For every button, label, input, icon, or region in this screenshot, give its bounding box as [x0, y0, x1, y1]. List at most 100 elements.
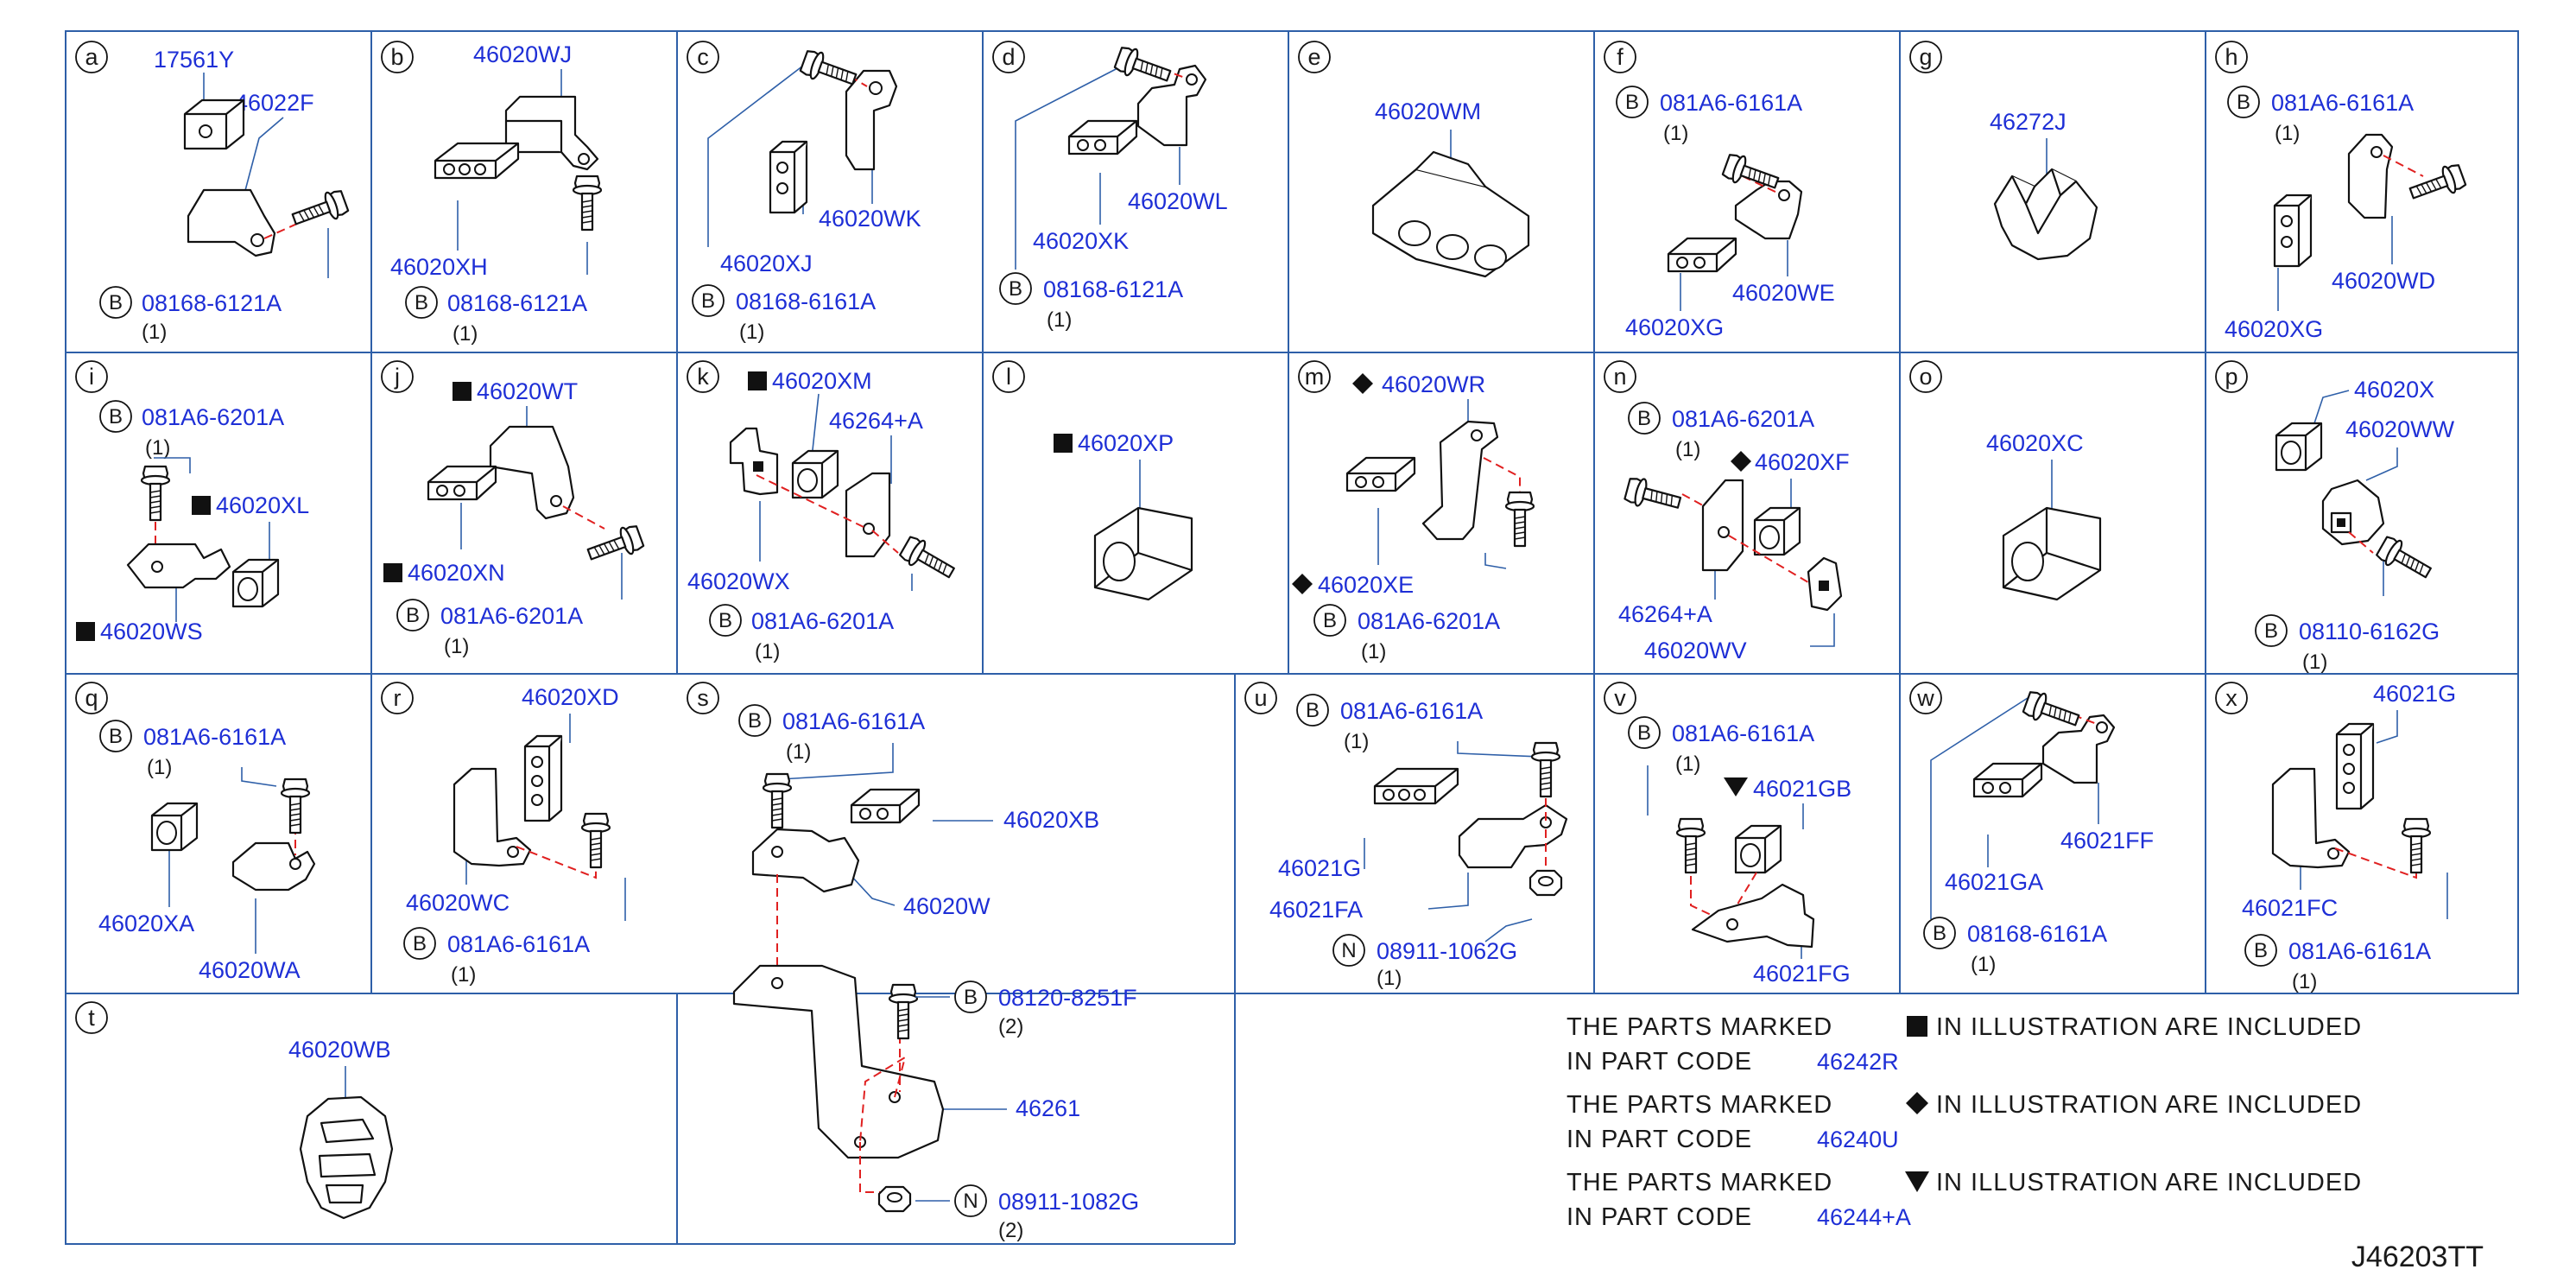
- notes-block: THE PARTS MARKED IN ILLUSTRATION ARE INC…: [1566, 1013, 2362, 1231]
- part-label: 46020WB: [288, 1037, 391, 1063]
- cell-o: 46020XC: [1986, 430, 2102, 601]
- part-label: 46021FF: [2060, 828, 2154, 854]
- bush-part: [1093, 506, 1193, 601]
- bolt-callout: B 081A6-6161A (1): [403, 927, 590, 987]
- svg-text:08120-8251F: 08120-8251F: [998, 985, 1137, 1011]
- svg-text:46240U: 46240U: [1817, 1127, 1899, 1152]
- bolt-callout: B 081A6-6201A (1): [709, 604, 894, 663]
- grommet-part: [1373, 767, 1459, 805]
- part-label: 46021G: [2373, 681, 2456, 707]
- part-label: 46020W: [903, 893, 991, 919]
- grommet-part: [1972, 762, 2043, 798]
- part-label: 46020WX: [687, 568, 790, 594]
- bracket-part: [2347, 133, 2394, 219]
- svg-text:IN ILLUSTRATION ARE INCL: IN ILLUSTRATION ARE INCLUDED: [1936, 1091, 2362, 1119]
- svg-text:(2): (2): [998, 1219, 1023, 1242]
- cell-i: B 081A6-6201A (1) 46020XL 46020WS: [76, 400, 309, 644]
- cell-letter-t: t: [75, 1001, 108, 1034]
- bracket-part: [1458, 803, 1568, 869]
- svg-text:08168-6121A: 08168-6121A: [142, 290, 282, 316]
- svg-text:(1): (1): [1675, 752, 1700, 776]
- svg-text:j: j: [394, 364, 400, 390]
- cell-letter-o: o: [1909, 360, 1942, 393]
- bolt-callout: B 08168-6121A (1): [99, 286, 282, 344]
- grommet-part: [769, 140, 808, 214]
- svg-text:q: q: [85, 685, 98, 711]
- cell-s: B 081A6-6161A (1) 46020XB 46020W 46261: [732, 704, 1139, 1242]
- svg-text:a: a: [85, 44, 98, 70]
- svg-text:c: c: [697, 44, 709, 70]
- part-label: 46272J: [1990, 109, 2066, 135]
- bracket-part: [187, 188, 276, 257]
- bolt-callout: B 081A6-6201A (1): [1628, 402, 1814, 461]
- cell-letter-c: c: [687, 41, 719, 73]
- cell-letter-r: r: [381, 682, 414, 714]
- bolt-callout: B 081A6-6161A (1): [2227, 86, 2414, 145]
- part-label: 46020XB: [1003, 807, 1099, 833]
- cell-w: 46021GA 46021FF B 08168-6161A (1): [1923, 688, 2154, 976]
- svg-text:(1): (1): [1047, 308, 1072, 332]
- cell-letter-p: p: [2215, 360, 2248, 393]
- part-label: 46021GA: [1945, 869, 2043, 895]
- svg-text:(1): (1): [1675, 438, 1700, 461]
- grommet-part: [2273, 194, 2313, 268]
- cell-letter-m: m: [1298, 360, 1331, 393]
- drawing-code: J46203TT: [2351, 1241, 2484, 1273]
- svg-text:B: B: [1009, 277, 1022, 301]
- svg-text:B: B: [701, 289, 715, 313]
- part-label: 46020XA: [98, 911, 194, 936]
- cell-letter-v: v: [1604, 682, 1636, 714]
- svg-text:(2): (2): [998, 1015, 1023, 1038]
- bolt-callout: B 081A6-6201A (1): [396, 599, 583, 658]
- cell-a: 17561Y 46022F B 08168-6121A (1): [99, 47, 351, 344]
- cell-letter-x: x: [2215, 682, 2248, 714]
- cell-d: 46020WL 46020XK B 08168-6121A (1): [999, 43, 1228, 332]
- cell-letter-l: l: [992, 360, 1025, 393]
- cell-letter-f: f: [1604, 41, 1636, 73]
- grommet-part: [183, 98, 245, 150]
- bracket-part: [751, 828, 860, 893]
- cell-letter-d: d: [992, 41, 1025, 73]
- svg-text:B: B: [109, 405, 123, 428]
- cell-t: 46020WB: [288, 1037, 394, 1220]
- svg-text:N: N: [1341, 939, 1356, 962]
- bracket-part: [453, 767, 532, 867]
- cell-letters: a b c d e f g h i j k l m n o p q r s t …: [75, 41, 2248, 1034]
- part-label: 46022F: [235, 90, 314, 116]
- bracket-part: [504, 95, 599, 171]
- svg-text:(1): (1): [739, 320, 764, 344]
- svg-text:IN ILLUSTRATION ARE INCL: IN ILLUSTRATION ARE INCLUDED: [1936, 1169, 2362, 1196]
- bolt-callout: B 081A6-6161A (1): [738, 704, 925, 764]
- part-label: 46020WM: [1375, 98, 1481, 124]
- part-label: 46021FC: [2242, 895, 2338, 921]
- bolt-callout: B 08168-6121A (1): [999, 272, 1183, 332]
- bolt2-callout: B 08120-8251F (2): [954, 981, 1137, 1038]
- svg-text:B: B: [415, 291, 428, 314]
- svg-text:o: o: [1919, 364, 1932, 390]
- svg-text:N: N: [963, 1190, 978, 1213]
- part-label: 46021G: [1278, 855, 1361, 881]
- part-label: 46020XC: [1986, 430, 2084, 456]
- svg-text:08110-6162G: 08110-6162G: [2299, 619, 2440, 644]
- grommet-part: [1734, 824, 1782, 874]
- bolt-callout: B 08110-6162G (1): [2255, 614, 2440, 674]
- bolt-callout: B 081A6-6161A (1): [1296, 694, 1483, 753]
- svg-text:081A6-6161A: 081A6-6161A: [782, 708, 925, 734]
- bracket-part: [1136, 64, 1207, 147]
- cell-j: 46020WT 46020XN B 081A6-6201A (1): [383, 378, 646, 658]
- svg-text:B: B: [748, 709, 762, 733]
- part-label: 46020XG: [2225, 316, 2323, 342]
- svg-text:(1): (1): [1971, 953, 1996, 976]
- svg-text:IN PART CODE: IN PART CODE: [1566, 1203, 1752, 1231]
- svg-text:s: s: [697, 685, 709, 711]
- nut-callout: N 08911-1062G (1): [1332, 934, 1517, 990]
- svg-text:(1): (1): [1663, 122, 1688, 145]
- bracket-part: [231, 841, 316, 892]
- part-label: 46020XJ: [720, 251, 813, 276]
- grommet-part: [1067, 119, 1138, 155]
- svg-text:B: B: [2254, 939, 2268, 962]
- svg-text:B: B: [109, 291, 123, 314]
- part-label: 46020X: [2354, 377, 2434, 403]
- cell-b: 46020WJ 46020XH B 08168-6121A (1): [390, 41, 603, 346]
